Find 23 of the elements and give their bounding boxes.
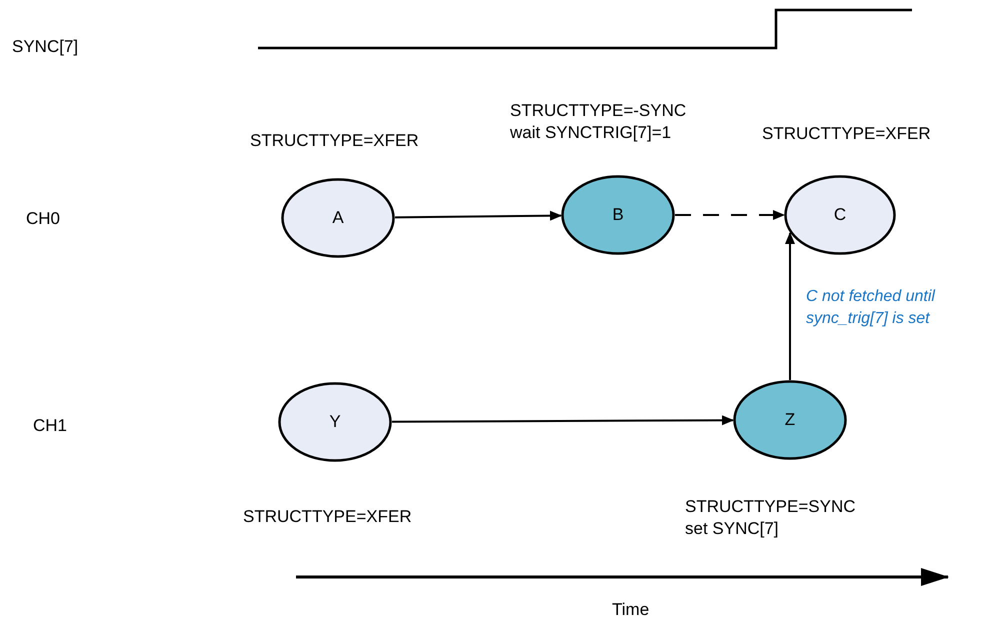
node-caption: STRUCTTYPE=SYNC set SYNC[7]: [685, 496, 856, 540]
node-label: Y: [328, 412, 342, 432]
arrow: [394, 210, 562, 221]
ellipse-node: [561, 175, 675, 255]
arrow: [785, 232, 795, 380]
signal-name: SYNC[7]: [12, 37, 78, 57]
axis-label: Time: [612, 600, 650, 620]
node-label: C: [832, 205, 848, 225]
node-caption: STRUCTTYPE=XFER: [250, 130, 420, 152]
node-label: B: [611, 205, 625, 225]
ellipse-node: [784, 175, 896, 255]
node-label: Z: [784, 410, 796, 430]
arrow: [392, 415, 734, 426]
channel-label: CH1: [33, 416, 68, 436]
node-caption: STRUCTTYPE=-SYNC wait SYNCTRIG[7]=1: [510, 100, 688, 144]
ellipse-node: [278, 382, 392, 462]
node-label: A: [331, 208, 345, 228]
ellipse-node: [733, 380, 847, 460]
ellipse-node: [281, 178, 395, 258]
node-caption: STRUCTTYPE=XFER: [243, 506, 413, 528]
channel-label: CH0: [26, 209, 60, 229]
node-caption: STRUCTTYPE=XFER: [762, 123, 932, 145]
arrow: [675, 210, 785, 220]
